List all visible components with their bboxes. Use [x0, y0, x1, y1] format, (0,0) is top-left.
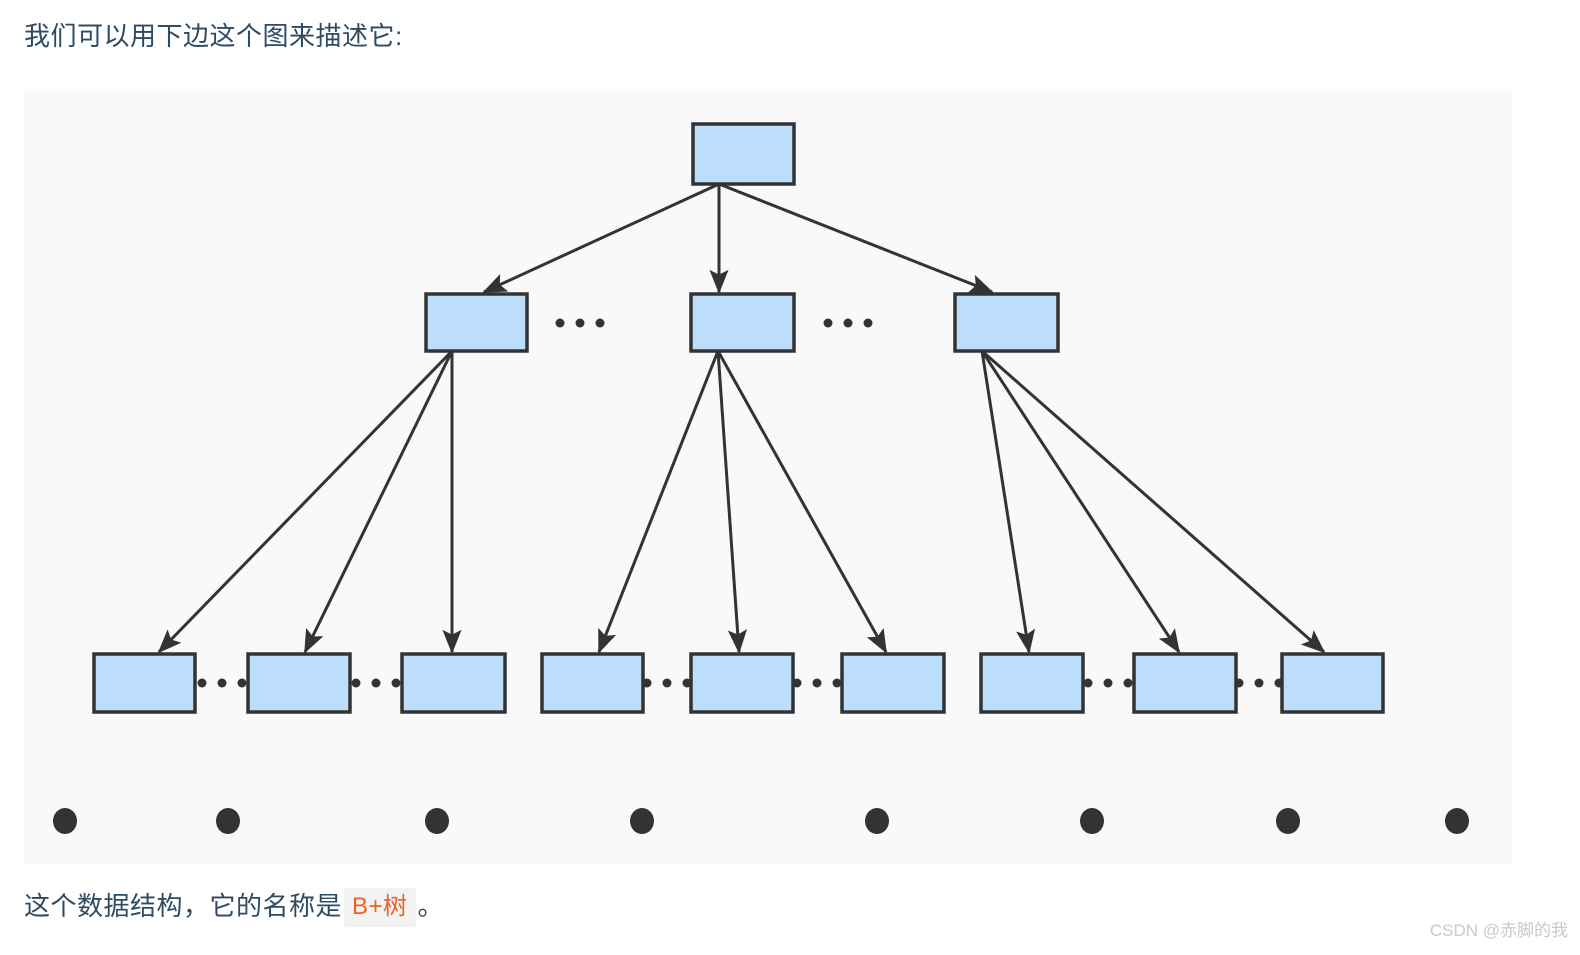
tree-edge — [980, 350, 1181, 654]
ellipsis-dots — [197, 678, 247, 688]
ellipsis-dot — [642, 678, 652, 688]
record-dot — [216, 808, 240, 834]
ellipsis-dot — [1083, 678, 1093, 688]
ellipsis-dot — [595, 318, 605, 328]
record-dot — [53, 808, 77, 834]
tree-node-leaf-3 — [400, 652, 507, 714]
ellipsis-dots — [1083, 678, 1133, 688]
ellipsis-dot — [371, 678, 381, 688]
tree-edge — [157, 349, 454, 654]
bplus-tree-code-chip: B+树 — [344, 888, 416, 927]
tree-node-leaf-8 — [1132, 652, 1238, 714]
tree-edge — [981, 349, 1326, 654]
ellipsis-dot — [792, 678, 802, 688]
ellipsis-dots — [792, 678, 842, 688]
tree-edge — [718, 182, 994, 294]
record-dot — [1080, 808, 1104, 834]
ellipsis-dot — [575, 318, 585, 328]
ellipsis-dot — [843, 318, 853, 328]
node-box — [689, 652, 795, 714]
intro-text: 我们可以用下边这个图来描述它: — [24, 21, 403, 51]
tree-node-leaf-9 — [1280, 652, 1385, 714]
ellipsis-dot — [812, 678, 822, 688]
ellipsis-dots — [351, 678, 401, 688]
record-dot — [1445, 808, 1469, 834]
ellipsis-dot — [555, 318, 565, 328]
diagram-svg — [53, 122, 1469, 834]
ellipsis-dot — [832, 678, 842, 688]
ellipsis-dot — [1274, 678, 1284, 688]
record-dot — [865, 808, 889, 834]
tree-node-mid-3 — [953, 292, 1060, 353]
node-box — [400, 652, 507, 714]
node-box — [540, 652, 645, 714]
csdn-watermark: CSDN @赤脚的我 — [1429, 921, 1568, 940]
tree-node-leaf-5 — [689, 652, 795, 714]
ellipsis-dot — [1123, 678, 1133, 688]
ellipsis-dot — [662, 678, 672, 688]
ellipsis-dot — [1234, 678, 1244, 688]
node-box — [840, 652, 946, 714]
tree-edge — [716, 350, 748, 654]
tree-edge — [716, 350, 888, 654]
tree-edge — [597, 350, 720, 654]
node-box — [691, 122, 796, 186]
tree-node-root — [691, 122, 796, 186]
ellipsis-dot — [237, 678, 247, 688]
ellipsis-dot — [863, 318, 873, 328]
ellipsis-dot — [197, 678, 207, 688]
ellipsis-dot — [1103, 678, 1113, 688]
tree-node-leaf-4 — [540, 652, 645, 714]
ellipsis-dots — [555, 318, 605, 328]
tree-edge — [303, 350, 454, 654]
conclusion-suffix: 。 — [417, 891, 445, 921]
node-box — [979, 652, 1085, 714]
tree-node-leaf-2 — [246, 652, 352, 714]
record-dot — [1276, 808, 1300, 834]
ellipsis-dot — [351, 678, 361, 688]
tree-node-mid-2 — [689, 292, 796, 353]
tree-edge — [980, 350, 1036, 654]
tree-node-leaf-6 — [840, 652, 946, 714]
ellipsis-dot — [682, 678, 692, 688]
ellipsis-dot — [1254, 678, 1264, 688]
node-box — [953, 292, 1060, 353]
conclusion-prefix: 这个数据结构，它的名称是 — [24, 891, 343, 921]
nodes-layer — [92, 122, 1385, 714]
edges-layer — [157, 182, 1326, 654]
ellipsis-dot — [823, 318, 833, 328]
ellipsis-dot — [217, 678, 227, 688]
intro-paragraph: 我们可以用下边这个图来描述它: — [24, 18, 403, 54]
ellipsis-dot — [391, 678, 401, 688]
node-box — [689, 292, 796, 353]
node-box — [1280, 652, 1385, 714]
node-box — [92, 652, 197, 714]
tree-node-leaf-7 — [979, 652, 1085, 714]
tree-node-mid-1 — [424, 292, 529, 353]
bplus-tree-diagram — [24, 89, 1512, 864]
record-dot — [425, 808, 449, 834]
node-box — [246, 652, 352, 714]
ellipsis-dots — [1234, 678, 1284, 688]
leaf-dots-layer — [53, 808, 1469, 834]
ellipsis-layer — [197, 318, 1284, 688]
tree-node-leaf-1 — [92, 652, 197, 714]
tree-edge — [482, 182, 720, 294]
ellipsis-dots — [823, 318, 873, 328]
node-box — [424, 292, 529, 353]
ellipsis-dots — [642, 678, 692, 688]
record-dot — [630, 808, 654, 834]
node-box — [1132, 652, 1238, 714]
